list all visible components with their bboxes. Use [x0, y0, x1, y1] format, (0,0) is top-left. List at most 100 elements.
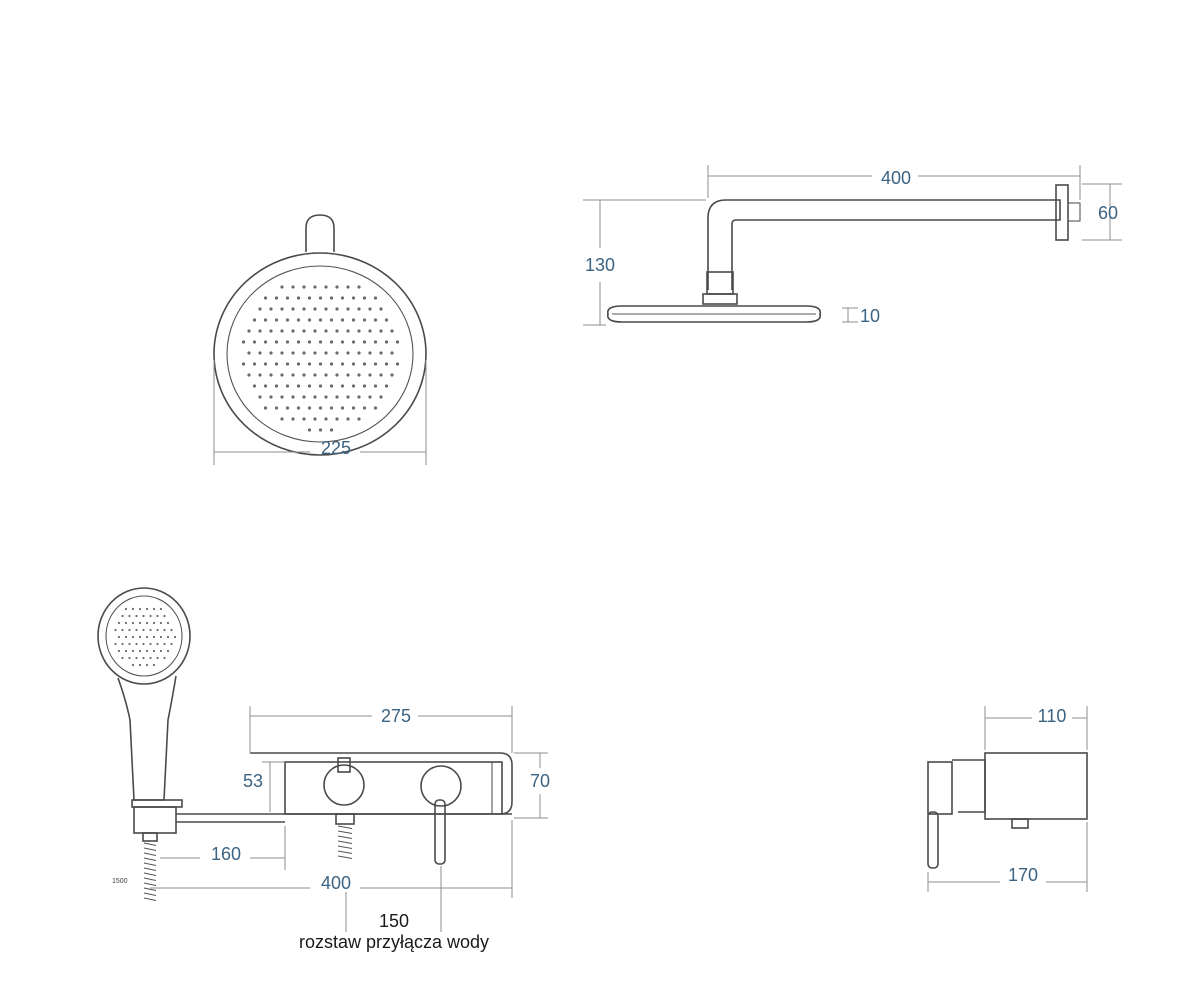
shower-head-inner-face [226, 265, 414, 443]
flow-lever [434, 799, 446, 865]
nozzle-dot [335, 285, 339, 289]
nozzle-dot [114, 642, 117, 646]
nozzle-dot [156, 628, 159, 632]
coil-segment [143, 842, 157, 847]
nozzle-dot [280, 285, 284, 289]
nozzle-dot [138, 635, 142, 639]
spacing-caption: rozstaw przyłącza wody [299, 932, 489, 952]
nozzle-dot [318, 340, 323, 344]
nozzle-dot [324, 351, 328, 355]
nozzle-dot [124, 635, 128, 639]
nozzle-dot [280, 307, 284, 311]
rain-shower-head-front-view: 225 [213, 214, 427, 465]
nozzle-dot [170, 628, 173, 632]
nozzle-dot [318, 428, 323, 432]
nozzle-dot [302, 417, 306, 421]
coil-segment [337, 835, 353, 840]
nozzle-dot [395, 340, 400, 344]
nozzle-dot [384, 340, 389, 344]
nozzle-dot [159, 607, 163, 611]
nozzle-dot [373, 340, 378, 344]
nozzle-dot [368, 351, 372, 355]
nozzle-dot [280, 395, 284, 399]
nozzle-dot [307, 406, 312, 410]
nozzle-dot [128, 656, 131, 660]
nozzle-dot [340, 318, 345, 322]
nozzle-dot [145, 621, 149, 625]
nozzle-dot [142, 642, 145, 646]
nozzle-dot [379, 351, 383, 355]
nozzle-dot [252, 340, 257, 344]
coil-segment [143, 867, 157, 872]
nozzle-dot [346, 285, 350, 289]
nozzle-dot [373, 296, 378, 300]
nozzle-dot [395, 362, 400, 366]
nozzle-dot [357, 395, 361, 399]
nozzle-dot [346, 395, 350, 399]
dim-arm-length: 400 [881, 168, 911, 188]
mixer-body-side [984, 752, 1088, 820]
nozzle-dot [296, 296, 301, 300]
nozzle-dot [329, 428, 334, 432]
nozzle-dot [351, 362, 356, 366]
nozzle-dot [131, 607, 135, 611]
nozzle-dot [368, 329, 372, 333]
coil-segment [337, 845, 353, 850]
nozzle-dot [324, 417, 328, 421]
dim-hose-offset: 160 [211, 844, 241, 864]
nozzle-dot [291, 351, 295, 355]
nozzle-dot [258, 395, 262, 399]
nozzle-dot [307, 318, 312, 322]
nozzle-dot [285, 406, 290, 410]
dim-hose-length: 1500 [112, 878, 128, 885]
coil-segment [143, 887, 157, 892]
hand-shower-mixer-assembly: 1500 275 53 70 160 [97, 587, 550, 952]
nozzle-dot [384, 362, 389, 366]
nozzle-dot [131, 663, 135, 667]
nozzle-dot [390, 351, 394, 355]
nozzle-dot [163, 656, 166, 660]
nozzle-dot [318, 384, 323, 388]
nozzle-dot [302, 395, 306, 399]
nozzle-dot [166, 649, 170, 653]
nozzle-dot [324, 395, 328, 399]
nozzle-dot [149, 642, 152, 646]
nozzle-dot [138, 621, 142, 625]
nozzle-dot [124, 607, 128, 611]
nozzle-dot [307, 296, 312, 300]
nozzle-dot [346, 417, 350, 421]
nozzle-dot [263, 384, 268, 388]
nozzle-dot [324, 285, 328, 289]
nozzle-dot [291, 329, 295, 333]
nozzle-dot [362, 318, 367, 322]
nozzle-dot [263, 296, 268, 300]
nozzle-dot [163, 642, 166, 646]
nozzle-dot [247, 373, 251, 377]
nozzle-dot [329, 362, 334, 366]
nozzle-dot [128, 614, 131, 618]
nozzle-dot [340, 384, 345, 388]
hand-shower-holder [131, 799, 183, 808]
nozzle-dot [117, 649, 121, 653]
nozzle-dot [135, 642, 138, 646]
nozzle-dot [357, 329, 361, 333]
nozzle-dot [149, 614, 152, 618]
nozzle-dot [296, 406, 301, 410]
nozzle-dot [145, 607, 149, 611]
nozzle-dot [149, 628, 152, 632]
dim-side-total: 170 [1008, 865, 1038, 885]
nozzle-dot [357, 285, 361, 289]
nozzle-dot [296, 362, 301, 366]
nozzle-dot [373, 406, 378, 410]
nozzle-dot [313, 373, 317, 377]
nozzle-dot [269, 329, 273, 333]
nozzle-dot [291, 417, 295, 421]
nozzle-dot [307, 362, 312, 366]
nozzle-dot [280, 351, 284, 355]
nozzle-dot [156, 656, 159, 660]
nozzle-dot [357, 373, 361, 377]
nozzle-dot [145, 635, 149, 639]
nozzle-dot [379, 329, 383, 333]
nozzle-dot [296, 340, 301, 344]
nozzle-dot [340, 362, 345, 366]
